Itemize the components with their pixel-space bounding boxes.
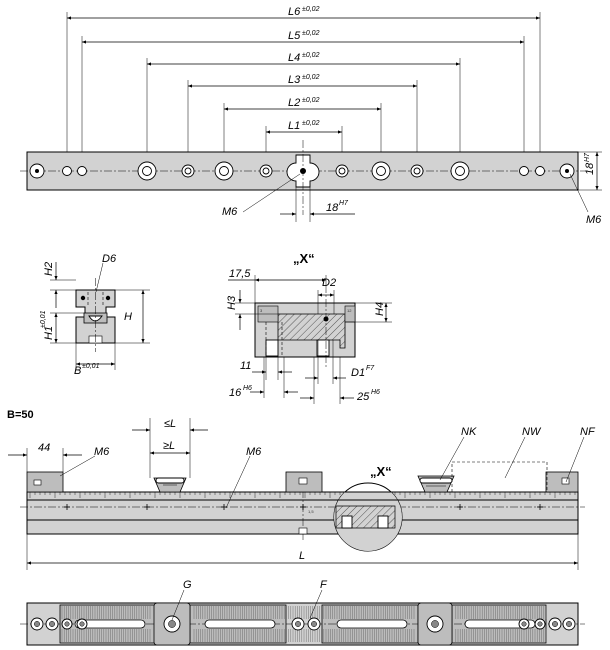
label-18-bottom: 18 <box>326 202 339 214</box>
scale-mark-3: 3 <box>260 308 263 313</box>
label-H2: H2 <box>43 262 55 276</box>
hole-L5-right <box>519 166 529 176</box>
label-B50: B=50 <box>7 409 34 421</box>
length-labels: L6 ±0,02 L5 ±0,02 L4 ±0,02 L3 ±0,02 L2 ±… <box>288 6 320 132</box>
label-F: F <box>320 579 328 591</box>
top-view: L6 ±0,02 L5 ±0,02 L4 ±0,02 L3 ±0,02 L2 ±… <box>20 6 602 226</box>
label-le-L: ≤L <box>164 418 176 430</box>
label-m6-right: M6 <box>586 214 602 226</box>
screw-socket <box>49 621 55 627</box>
screw-socket <box>64 621 70 627</box>
label-ge-L: ≥L <box>163 440 175 452</box>
label-H1: H1 <box>43 326 55 340</box>
screw-socket <box>521 621 527 627</box>
tol-h7-right: H7 <box>584 152 591 162</box>
label-m6-front-left: M6 <box>94 446 110 458</box>
side-section-view: H H2 H1 ±0,01 D6 B ±0,01 <box>40 253 150 377</box>
tol-h6-16: H6 <box>243 385 252 392</box>
detail-x-view: „X“ 3 12 H3 H4 17,5 D2 <box>226 251 392 404</box>
label-NK: NK <box>461 426 477 438</box>
label-H3: H3 <box>226 295 238 310</box>
label-H4: H4 <box>374 302 386 316</box>
screw-socket <box>537 621 543 627</box>
label-D1: D1 <box>351 367 365 379</box>
tol-L3: ±0,02 <box>302 74 320 81</box>
label-11: 11 <box>240 360 251 372</box>
label-D2: D2 <box>322 277 336 289</box>
tol-L5: ±0,02 <box>302 30 320 37</box>
scale-mark-12: 12 <box>347 308 352 313</box>
label-B: B <box>74 365 81 377</box>
tol-L6: ±0,02 <box>302 6 320 13</box>
label-44: 44 <box>38 442 50 454</box>
label-G: G <box>183 579 192 591</box>
screw-socket <box>552 621 558 627</box>
label-L4: L4 <box>288 52 300 64</box>
m6-thread-icon <box>35 169 39 173</box>
screw-socket <box>168 620 176 628</box>
label-L2: L2 <box>288 97 300 109</box>
screw-socket <box>34 621 40 627</box>
groove-pattern <box>61 606 547 642</box>
tol-B: ±0,01 <box>82 363 100 370</box>
length-dimensions <box>67 16 540 134</box>
screw-socket <box>311 621 317 627</box>
screw-icons <box>30 615 576 633</box>
clamp-icon <box>417 475 455 493</box>
detail-x-callout: „X“ <box>370 464 392 479</box>
pin-holes <box>62 161 545 181</box>
hole-L5-left <box>77 166 87 176</box>
tol-L4: ±0,02 <box>302 52 320 59</box>
front-view: B=50 1,5 <box>7 409 596 570</box>
label-L1: L1 <box>288 120 300 132</box>
screw-socket <box>566 621 572 627</box>
label-NF: NF <box>580 426 596 438</box>
rail-front-view <box>26 491 579 535</box>
tol-h6-25: H6 <box>371 389 380 396</box>
label-H: H <box>124 311 132 323</box>
screw-icon <box>105 295 111 301</box>
screw-icon <box>323 316 329 322</box>
clamp-icon <box>153 477 187 493</box>
m6-thread-icon <box>565 169 569 173</box>
screw-socket <box>431 620 439 628</box>
screw-socket <box>79 621 85 627</box>
tol-H1: ±0,01 <box>40 310 47 328</box>
tol-f7: F7 <box>366 365 375 372</box>
label-D6: D6 <box>102 253 117 265</box>
hole-L6-left <box>62 166 72 176</box>
bottom-plan-view: G F <box>20 579 585 646</box>
label-L3: L3 <box>288 74 301 86</box>
label-L: L <box>299 550 305 562</box>
scale-label: 1,5 <box>308 509 314 514</box>
label-m6-center: M6 <box>222 206 238 218</box>
tol-L2: ±0,02 <box>302 97 320 104</box>
screw-icon <box>80 295 86 301</box>
label-NW: NW <box>522 426 542 438</box>
workpiece-phantom <box>451 461 548 493</box>
label-L6: L6 <box>288 6 301 18</box>
tol-h7-bottom: H7 <box>339 200 349 207</box>
label-25: 25 <box>356 391 370 403</box>
hole-L6-right <box>535 166 545 176</box>
label-m6-front-center: M6 <box>246 446 262 458</box>
label-18-right: 18 <box>584 162 596 175</box>
screw-socket <box>295 621 301 627</box>
tol-L1: ±0,02 <box>302 120 320 127</box>
end-stop-left <box>26 471 64 493</box>
label-L5: L5 <box>288 30 301 42</box>
label-16: 16 <box>229 387 242 399</box>
label-17-5: 17,5 <box>229 268 251 280</box>
detail-x-title: „X“ <box>293 251 315 266</box>
